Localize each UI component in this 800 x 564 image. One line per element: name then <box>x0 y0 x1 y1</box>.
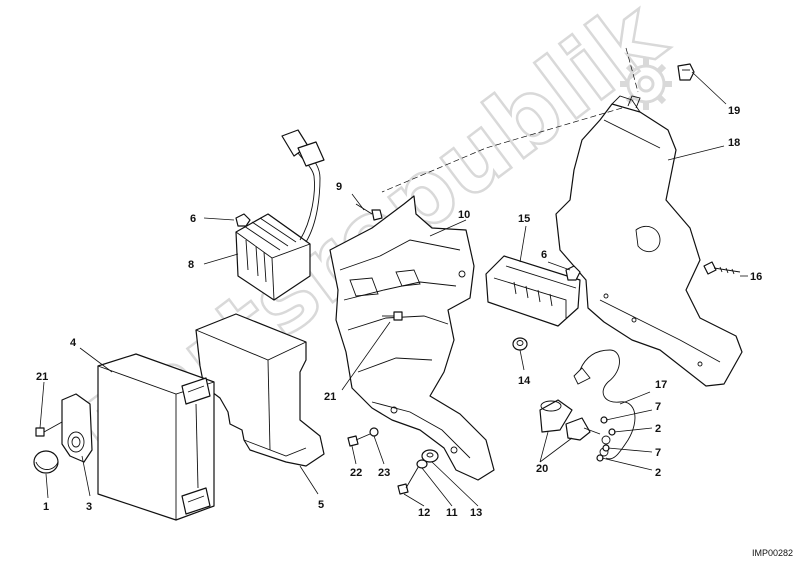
callout-18: 18 <box>728 137 740 149</box>
callout-9: 9 <box>336 181 342 193</box>
callout-5: 5 <box>318 499 324 511</box>
part-20-sensor <box>539 399 601 441</box>
callout-2-upper: 2 <box>655 423 661 435</box>
part-6-nut-left <box>235 213 251 227</box>
callout-21-center: 21 <box>324 391 336 403</box>
callout-6-left: 6 <box>190 213 196 225</box>
callout-15: 15 <box>518 213 530 225</box>
part-14-grommet <box>512 337 528 351</box>
part-10-central-bracket <box>329 195 495 481</box>
part-17-wire-harness <box>573 349 636 460</box>
callout-labels: 1 2 2 3 4 5 6 6 7 7 8 9 10 11 12 13 14 1… <box>36 105 762 519</box>
assembly-line <box>381 47 639 193</box>
callout-1: 1 <box>43 501 49 513</box>
callout-4: 4 <box>70 337 77 349</box>
callout-3: 3 <box>86 501 92 513</box>
callout-16: 16 <box>750 271 762 283</box>
part-9-bolt <box>355 203 383 221</box>
part-19-clip <box>677 63 695 81</box>
callout-13: 13 <box>470 507 482 519</box>
callout-7-upper: 7 <box>655 401 661 413</box>
part-3-bracket <box>61 393 93 463</box>
callout-22: 22 <box>350 467 362 479</box>
callout-6-right: 6 <box>541 249 547 261</box>
leader-lines <box>39 71 748 507</box>
part-22-bolt <box>347 433 371 447</box>
callout-21-left: 21 <box>36 371 48 383</box>
part-1-cap <box>33 450 59 474</box>
callout-10: 10 <box>458 209 470 221</box>
part-23-washer <box>369 427 379 437</box>
part-18-rear-subframe <box>555 95 743 387</box>
part-4-battery <box>97 353 215 521</box>
callout-7-lower: 7 <box>655 447 661 459</box>
callout-17: 17 <box>655 379 667 391</box>
part-15-connector-block <box>485 255 581 327</box>
part-21-bolt-left <box>35 421 63 437</box>
part-21-bolt-center <box>382 311 403 321</box>
part-5-battery-cover <box>195 313 325 467</box>
callout-23: 23 <box>378 467 390 479</box>
part-8-regulator <box>235 129 325 301</box>
part-16-bolt <box>703 261 741 275</box>
callout-2-lower: 2 <box>655 467 661 479</box>
callout-20: 20 <box>536 463 548 475</box>
callout-12: 12 <box>418 507 430 519</box>
callout-11: 11 <box>446 507 458 519</box>
callout-19: 19 <box>728 105 740 117</box>
part-12-bolt <box>397 463 421 495</box>
callout-8: 8 <box>188 259 194 271</box>
part-13-grommet <box>421 449 439 463</box>
drawing-code: IMP00282 <box>752 548 793 558</box>
callout-14: 14 <box>518 375 531 387</box>
